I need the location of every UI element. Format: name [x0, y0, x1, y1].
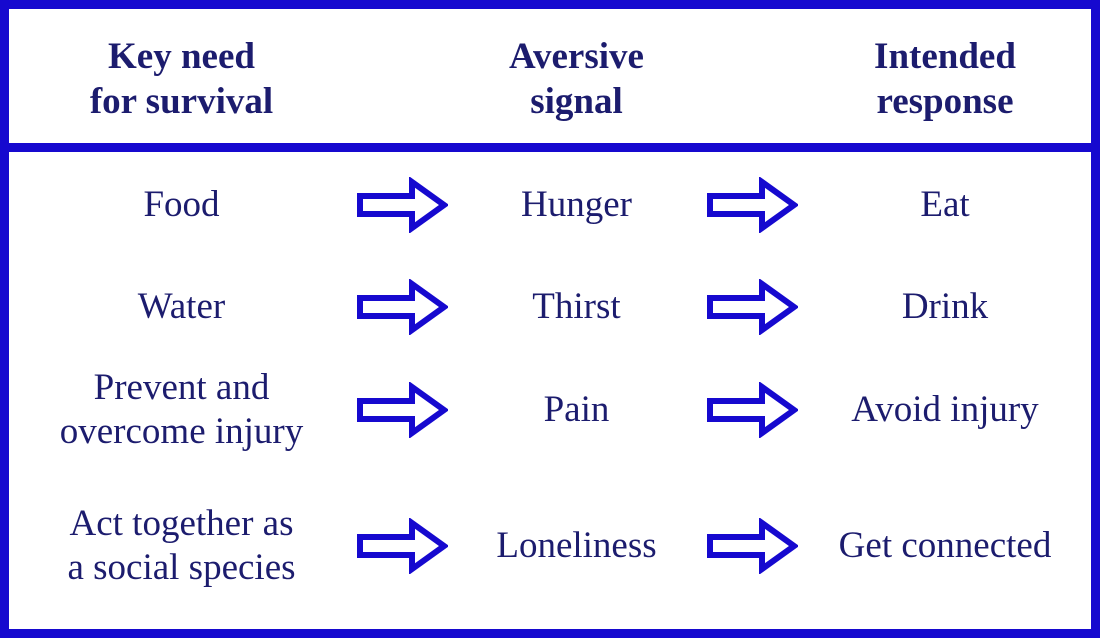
table-body: Food Hunger Eat Water Thirst — [9, 152, 1091, 629]
header-separator-line — [9, 143, 1091, 152]
intended-response-cell: Avoid injury — [851, 388, 1039, 430]
aversive-signal-cell: Loneliness — [496, 524, 657, 566]
intended-response-cell: Get connected — [838, 524, 1052, 566]
table-row: Food Hunger Eat — [9, 152, 1091, 257]
right-arrow-icon — [354, 357, 449, 462]
header-aversive-signal: Aversive signal — [509, 36, 644, 122]
intended-response-cell: Drink — [901, 286, 989, 327]
header-row: Key need for survival Aversive signal In… — [9, 9, 1091, 143]
table-row: Water Thirst Drink — [9, 257, 1091, 357]
header-spacer-1 — [354, 9, 449, 143]
right-arrow-icon — [704, 152, 799, 257]
aversive-signal-cell: Hunger — [521, 183, 632, 225]
need-cell: Food — [143, 183, 220, 225]
right-arrow-icon — [704, 462, 799, 629]
right-arrow-icon — [354, 257, 449, 357]
table-row: Act together as a social species Lonelin… — [9, 462, 1091, 629]
table-row: Prevent and overcome injury Pain Avoid i… — [9, 357, 1091, 462]
aversive-signal-cell: Thirst — [532, 286, 621, 327]
header-key-need: Key need for survival — [89, 36, 274, 122]
intended-response-cell: Eat — [920, 183, 970, 225]
header-spacer-2 — [704, 9, 799, 143]
need-cell: Water — [137, 286, 226, 327]
right-arrow-icon — [704, 257, 799, 357]
header-intended-response: Intended response — [874, 36, 1016, 122]
need-cell: Act together as a social species — [67, 502, 296, 588]
right-arrow-icon — [704, 357, 799, 462]
right-arrow-icon — [354, 152, 449, 257]
aversive-signal-cell: Pain — [543, 388, 610, 430]
need-cell: Prevent and overcome injury — [59, 366, 304, 452]
right-arrow-icon — [354, 462, 449, 629]
